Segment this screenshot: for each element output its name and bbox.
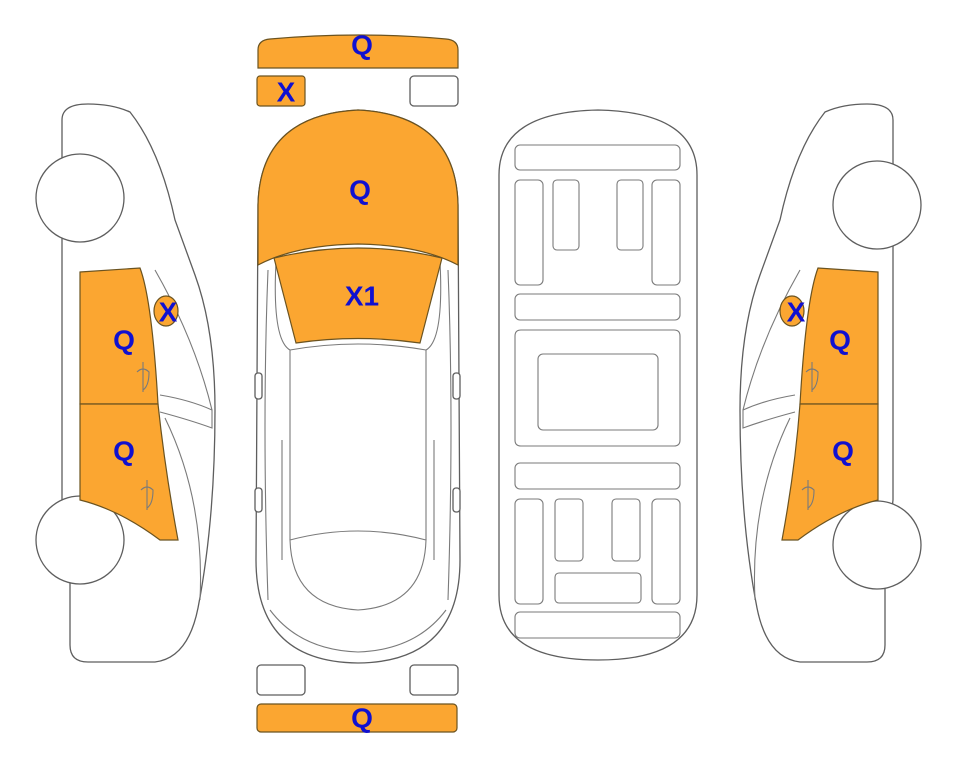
right-front-door-panel[interactable]: [781, 403, 879, 541]
front-right-light[interactable]: [409, 75, 459, 107]
left-front-door-panel[interactable]: [79, 403, 179, 541]
right-rear-door-mark: Q: [829, 325, 851, 356]
front-left-light-mark: X: [277, 77, 296, 108]
right-mirror-mark: X: [787, 297, 806, 328]
door-handle-icon: [805, 362, 819, 392]
windshield-mark: X1: [345, 281, 379, 312]
left-rear-door-mark: Q: [113, 325, 135, 356]
rear-bumper-mark: Q: [351, 703, 373, 734]
rear-left-light[interactable]: [256, 664, 306, 696]
front-bumper-mark: Q: [351, 30, 373, 61]
door-handle-icon: [136, 362, 150, 392]
hood-mark: Q: [349, 175, 371, 206]
left-front-door-mark: Q: [113, 436, 135, 467]
windshield-panel[interactable]: [273, 247, 443, 344]
left-mirror-mark: X: [159, 297, 178, 328]
right-mirror-panel[interactable]: [779, 295, 805, 327]
door-handle-icon: [140, 480, 154, 510]
door-handle-icon: [801, 480, 815, 510]
hood-panel[interactable]: [257, 109, 459, 266]
rear-right-light[interactable]: [409, 664, 459, 696]
right-front-door-mark: Q: [832, 436, 854, 467]
front-bumper-panel[interactable]: [257, 34, 459, 69]
left-mirror-panel[interactable]: [153, 295, 179, 327]
car-underbody-view: [498, 109, 698, 661]
rear-bumper-panel[interactable]: [256, 703, 458, 733]
front-left-light-panel[interactable]: [256, 75, 306, 107]
